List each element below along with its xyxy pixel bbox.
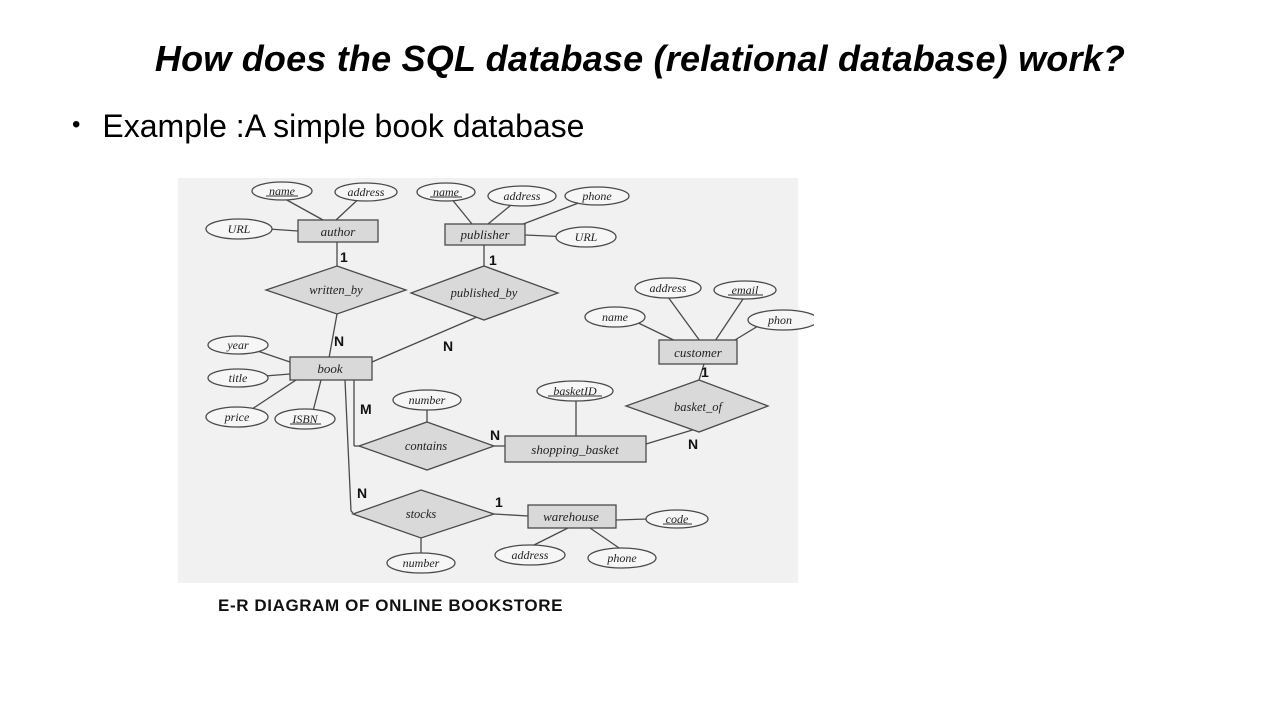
entity-shopping-basket [504,435,647,463]
relationship-published-by [409,265,560,321]
attribute-publisher-name: name [433,185,460,199]
attribute-customer-email: email [732,283,759,297]
entity-warehouse [527,504,617,529]
cardinality-book-contains: M [360,401,372,417]
cardinality-basket-basket-of: N [688,436,698,452]
er-diagram-canvas: author publisher book customer shopping_… [178,178,814,583]
bullet-text: Example :A simple book database [102,108,585,144]
cardinality-book-stocks: N [357,485,367,501]
relationship-shapes [263,265,770,539]
attribute-basket-id: basketID [553,384,597,398]
relationship-label-contains: contains [405,439,447,453]
entity-shapes [289,219,738,529]
entity-label-publisher: publisher [459,227,510,242]
attribute-book-isbn: ISBN [291,412,318,426]
entity-publisher [444,223,526,246]
relationship-label-stocks: stocks [406,507,437,521]
attribute-contains-number: number [409,393,446,407]
key-underlines [266,195,763,525]
attribute-customer-phone: phon [767,313,792,327]
slide-title: How does the SQL database (relational da… [154,38,1126,79]
attribute-book-price: price [224,410,250,424]
attribute-customer-address: address [650,281,687,295]
entity-label-book: book [317,361,343,376]
attribute-customer-name: name [602,310,629,324]
relationship-label-written-by: written_by [309,283,363,297]
entity-label-author: author [321,224,357,239]
relationship-contains [357,421,496,471]
attribute-publisher-address: address [504,189,541,203]
attribute-stocks-number: number [403,556,440,570]
cardinality-publisher-published-by: 1 [489,252,497,268]
er-diagram: author publisher book customer shopping_… [178,178,814,583]
relationship-basket-of [624,379,770,433]
bullet-marker: • [72,110,81,138]
relationship-label-published-by: published_by [450,286,518,300]
attribute-publisher-url: URL [575,230,598,244]
relationship-label-basket-of: basket_of [674,400,723,414]
relationship-written-by [263,265,408,315]
attribute-author-name: name [269,184,296,198]
relationship-labels: written_by published_by basket_of contai… [309,283,723,521]
bullet-item: • Example :A simple book database [72,108,584,145]
attribute-author-url: URL [228,222,251,236]
entity-label-shopping-basket: shopping_basket [531,442,619,457]
diagram-caption: E-R DIAGRAM OF ONLINE BOOKSTORE [218,596,564,615]
cardinality-labels: 1 1 N N 1 N M N N 1 [334,249,709,510]
cardinality-customer-basket-of: 1 [701,364,709,380]
attribute-warehouse-phone: phone [606,551,637,565]
entity-label-customer: customer [674,345,723,360]
attribute-author-address: address [348,185,385,199]
entity-label-warehouse: warehouse [543,509,599,524]
attribute-book-year: year [226,338,249,352]
entity-labels: author publisher book customer shopping_… [317,224,722,524]
attribute-publisher-phone: phone [581,189,612,203]
attribute-book-title: title [229,371,248,385]
entity-book [289,356,373,381]
cardinality-basket-contains: N [490,427,500,443]
attribute-warehouse-code: code [666,512,689,526]
attribute-warehouse-address: address [512,548,549,562]
cardinality-book-published-by: N [443,338,453,354]
attribute-labels: name address URL name address phone URL … [224,184,792,570]
cardinality-warehouse-stocks: 1 [495,494,503,510]
relationship-stocks [351,489,497,539]
cardinality-book-written-by: N [334,333,344,349]
entity-customer [658,339,738,365]
cardinality-author-written-by: 1 [340,249,348,265]
entity-author [297,219,379,243]
